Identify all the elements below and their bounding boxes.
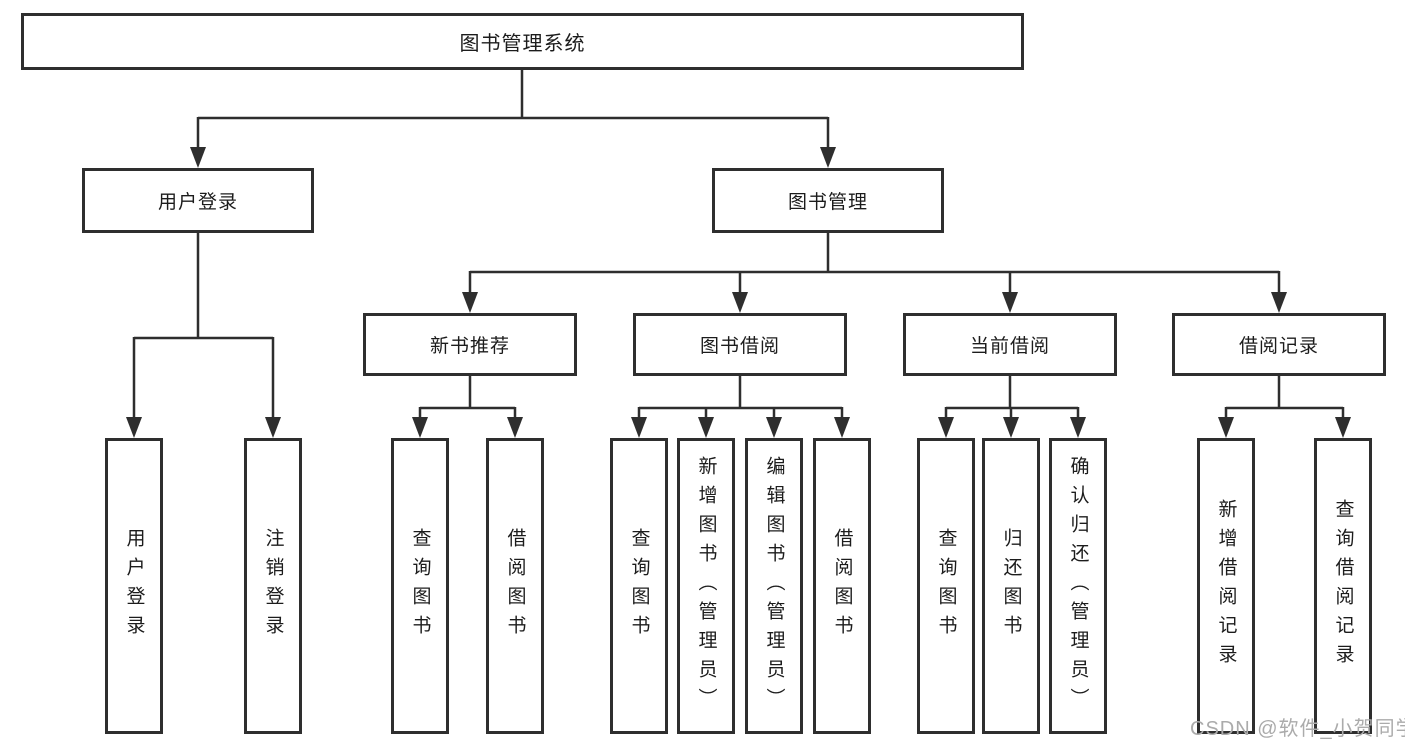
leaf-label: 归还图书 bbox=[1000, 528, 1022, 644]
leaf-label: 新增图书（管理员） bbox=[695, 455, 717, 717]
leaf-label: 新增借阅记录 bbox=[1215, 499, 1237, 673]
node-label: 新书推荐 bbox=[429, 336, 510, 357]
leaf-label: 借阅图书 bbox=[504, 528, 526, 644]
leaf-confirm-return-admin: 确认归还（管理员） bbox=[1049, 438, 1107, 734]
leaf-query-books: 查询图书 bbox=[391, 438, 449, 734]
arrowheads bbox=[126, 147, 1351, 438]
leaf-add-book-admin: 新增图书（管理员） bbox=[677, 438, 735, 734]
node-book-borrow: 图书借阅 bbox=[633, 313, 847, 376]
leaf-label: 查询图书 bbox=[628, 528, 650, 644]
leaf-borrow-books-2: 借阅图书 bbox=[813, 438, 871, 734]
leaf-label: 查询图书 bbox=[409, 528, 431, 644]
leaf-query-books-3: 查询图书 bbox=[917, 438, 975, 734]
node-borrow-records: 借阅记录 bbox=[1172, 313, 1386, 376]
leaf-edit-book-admin: 编辑图书（管理员） bbox=[745, 438, 803, 734]
leaf-user-login: 用户登录 bbox=[105, 438, 163, 734]
node-label: 图书管理系统 bbox=[459, 33, 586, 55]
leaf-label: 编辑图书（管理员） bbox=[763, 455, 785, 717]
leaf-label: 查询借阅记录 bbox=[1332, 499, 1354, 673]
leaf-label: 注销登录 bbox=[262, 528, 284, 644]
leaf-query-books-2: 查询图书 bbox=[610, 438, 668, 734]
node-label: 借阅记录 bbox=[1238, 336, 1319, 357]
leaf-label: 用户登录 bbox=[123, 528, 145, 644]
watermark: CSDN @软件_小贺同学 bbox=[1190, 718, 1405, 740]
leaf-logout-login: 注销登录 bbox=[244, 438, 302, 734]
node-label: 图书管理 bbox=[787, 192, 868, 213]
leaf-label: 借阅图书 bbox=[831, 528, 853, 644]
node-label: 用户登录 bbox=[157, 192, 238, 213]
leaf-label: 查询图书 bbox=[935, 528, 957, 644]
node-new-book-recommend: 新书推荐 bbox=[363, 313, 577, 376]
node-library-management-system: 图书管理系统 bbox=[21, 13, 1024, 70]
leaf-return-books: 归还图书 bbox=[982, 438, 1040, 734]
leaf-add-borrow-record: 新增借阅记录 bbox=[1197, 438, 1255, 734]
leaf-label: 确认归还（管理员） bbox=[1067, 455, 1089, 717]
node-label: 当前借阅 bbox=[969, 336, 1050, 357]
leaf-borrow-books: 借阅图书 bbox=[486, 438, 544, 734]
node-user-login: 用户登录 bbox=[82, 168, 314, 233]
node-label: 图书借阅 bbox=[699, 336, 780, 357]
leaf-query-borrow-record: 查询借阅记录 bbox=[1314, 438, 1372, 734]
node-current-borrow: 当前借阅 bbox=[903, 313, 1117, 376]
node-book-management: 图书管理 bbox=[712, 168, 944, 233]
